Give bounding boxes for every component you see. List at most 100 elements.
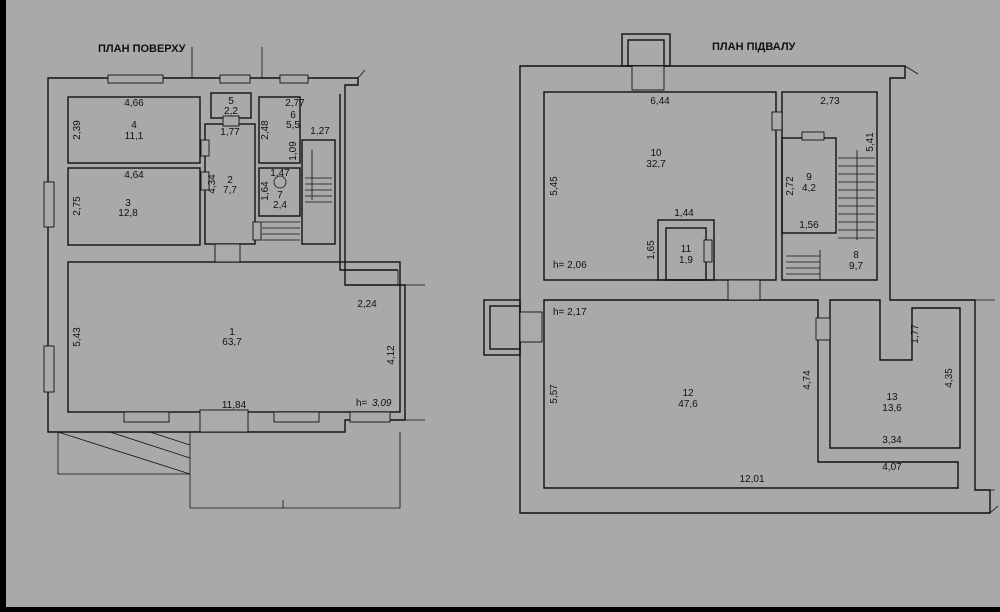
floor-inner-wall [339, 94, 398, 271]
room-7-outline [258, 167, 301, 217]
floor-plan-title: ПЛАН ПОВЕРХУ [98, 43, 186, 55]
room-2-number: 2 [227, 175, 233, 186]
room-8-number: 8 [853, 250, 859, 261]
room-4-area: 11,1 [125, 131, 144, 142]
basement-plan-title: ПЛАН ПІДВАЛУ [712, 41, 796, 53]
floor-porch [57, 431, 401, 509]
room-3-area: 12,8 [118, 208, 138, 219]
floor-door-room-4 [200, 139, 210, 157]
dim-r7-height: 1,64 [260, 181, 271, 201]
floor-stair-treads [262, 150, 332, 241]
floor-window-left-1 [43, 181, 55, 228]
room-13-area: 13,6 [882, 403, 902, 414]
dim-stair-length: 5,41 [865, 132, 876, 152]
dim-r1-height: 5,43 [72, 327, 83, 347]
room-11-area: 1,9 [679, 255, 693, 266]
dim-r12-side: 4,74 [802, 370, 813, 390]
room-9-area: 4,2 [802, 183, 816, 194]
floor-door-room-7 [252, 221, 262, 241]
floor-window-top-2 [219, 74, 251, 84]
floor-entrance [199, 409, 249, 433]
dim-r12-width: 12,01 [739, 474, 764, 485]
floor-door-room-1 [214, 243, 241, 263]
room-6-outline [258, 96, 301, 164]
room-13-outline [829, 299, 961, 449]
room-12-area: 47,6 [678, 399, 698, 410]
room-10-area: 32,7 [646, 159, 666, 170]
floor-window-bottom-1 [123, 411, 170, 423]
basement-window-top [631, 65, 665, 91]
dim-r13-width: 3,34 [882, 435, 902, 446]
basement-window-left [519, 311, 543, 343]
basement-door-8 [771, 111, 783, 131]
floor-height-value: 3,09 [372, 398, 392, 409]
dim-r1-width: 11,84 [222, 400, 247, 411]
toilet-icon [273, 175, 287, 189]
room-7-number: 7 [277, 190, 283, 201]
drawing-background [6, 0, 1000, 607]
basement-door-12 [727, 279, 761, 301]
basement-plan: ПЛАН ПІДВАЛУ 10 32,7 11 1,9 9 4,2 8 [483, 33, 999, 514]
basement-door-13 [815, 317, 831, 341]
basement-door-9 [801, 131, 825, 141]
floor-door-room-3 [200, 171, 210, 191]
dim-1-09: 1,09 [288, 141, 299, 161]
room-5-area: 2,2 [224, 106, 238, 117]
floor-height-label: h= [356, 398, 368, 409]
floor-window-bottom-2 [273, 411, 320, 423]
dim-r9-bottom: 1,56 [799, 220, 819, 231]
room-2-area: 7,7 [223, 185, 237, 196]
dim-r2-height: 4,34 [207, 174, 218, 194]
room-10-height: h= 2,06 [553, 260, 587, 271]
dim-r10-height: 5,45 [549, 176, 560, 196]
room-8-area: 9,7 [849, 261, 863, 272]
dim-r9-height: 2,72 [785, 176, 796, 196]
room-3-outline [67, 167, 201, 246]
dim-r2-width: 1,77 [220, 127, 240, 138]
room-7-area: 2,4 [273, 200, 287, 211]
dim-r3-height: 2,75 [72, 196, 83, 216]
floor-plan: ПЛАН ПОВЕРХУ 4 [43, 43, 425, 509]
dim-r4-width: 4,66 [124, 98, 144, 109]
dim-r3-width: 4,64 [124, 170, 144, 181]
room-11-number: 11 [681, 244, 692, 255]
floor-window-bottom-3 [349, 411, 391, 423]
dim-r7-width: 1,47 [270, 168, 290, 179]
room-12-outline [543, 299, 959, 489]
floor-window-top-1 [107, 74, 164, 84]
room-13-number: 13 [886, 392, 898, 403]
dim-r1-side: 4,12 [386, 345, 397, 365]
floor-window-left-2 [43, 345, 55, 393]
dim-r11-height: 1,65 [646, 240, 657, 260]
dim-r13-notch: 1,77 [910, 324, 921, 344]
room-9-number: 9 [806, 172, 812, 183]
dim-stair-width: 1,27 [310, 126, 330, 137]
basement-stair-treads [786, 150, 875, 280]
dim-r4-height: 2,39 [72, 120, 83, 140]
room-5-number: 5 [228, 96, 234, 107]
room-4-outline [67, 96, 201, 164]
floor-window-top-3 [279, 74, 309, 84]
room-6-number: 6 [290, 110, 296, 121]
dim-bottom-width: 4,07 [882, 462, 902, 473]
room-6-area: 5,5 [286, 120, 300, 131]
dim-r1-top: 2,24 [357, 299, 377, 310]
room-12-number: 12 [682, 388, 694, 399]
floor-boundary-lines [191, 47, 263, 78]
floor-door-room-5 [222, 115, 240, 127]
basement-wall-breaks [904, 65, 999, 514]
room-1-area: 63,7 [222, 337, 242, 348]
dim-r9-width: 2,73 [820, 96, 840, 107]
room-4-number: 4 [131, 120, 137, 131]
basement-door-11 [703, 239, 713, 263]
room-3-number: 3 [125, 198, 131, 209]
room-10-number: 10 [650, 148, 662, 159]
floor-wall-breaks [357, 69, 425, 421]
room-12-height: h= 2,17 [553, 307, 587, 318]
dim-r6-height: 2,48 [260, 120, 271, 140]
dim-r6-width: 2,77 [285, 98, 305, 109]
room-1-number: 1 [229, 327, 235, 338]
dim-r12-height: 5,57 [549, 384, 560, 404]
